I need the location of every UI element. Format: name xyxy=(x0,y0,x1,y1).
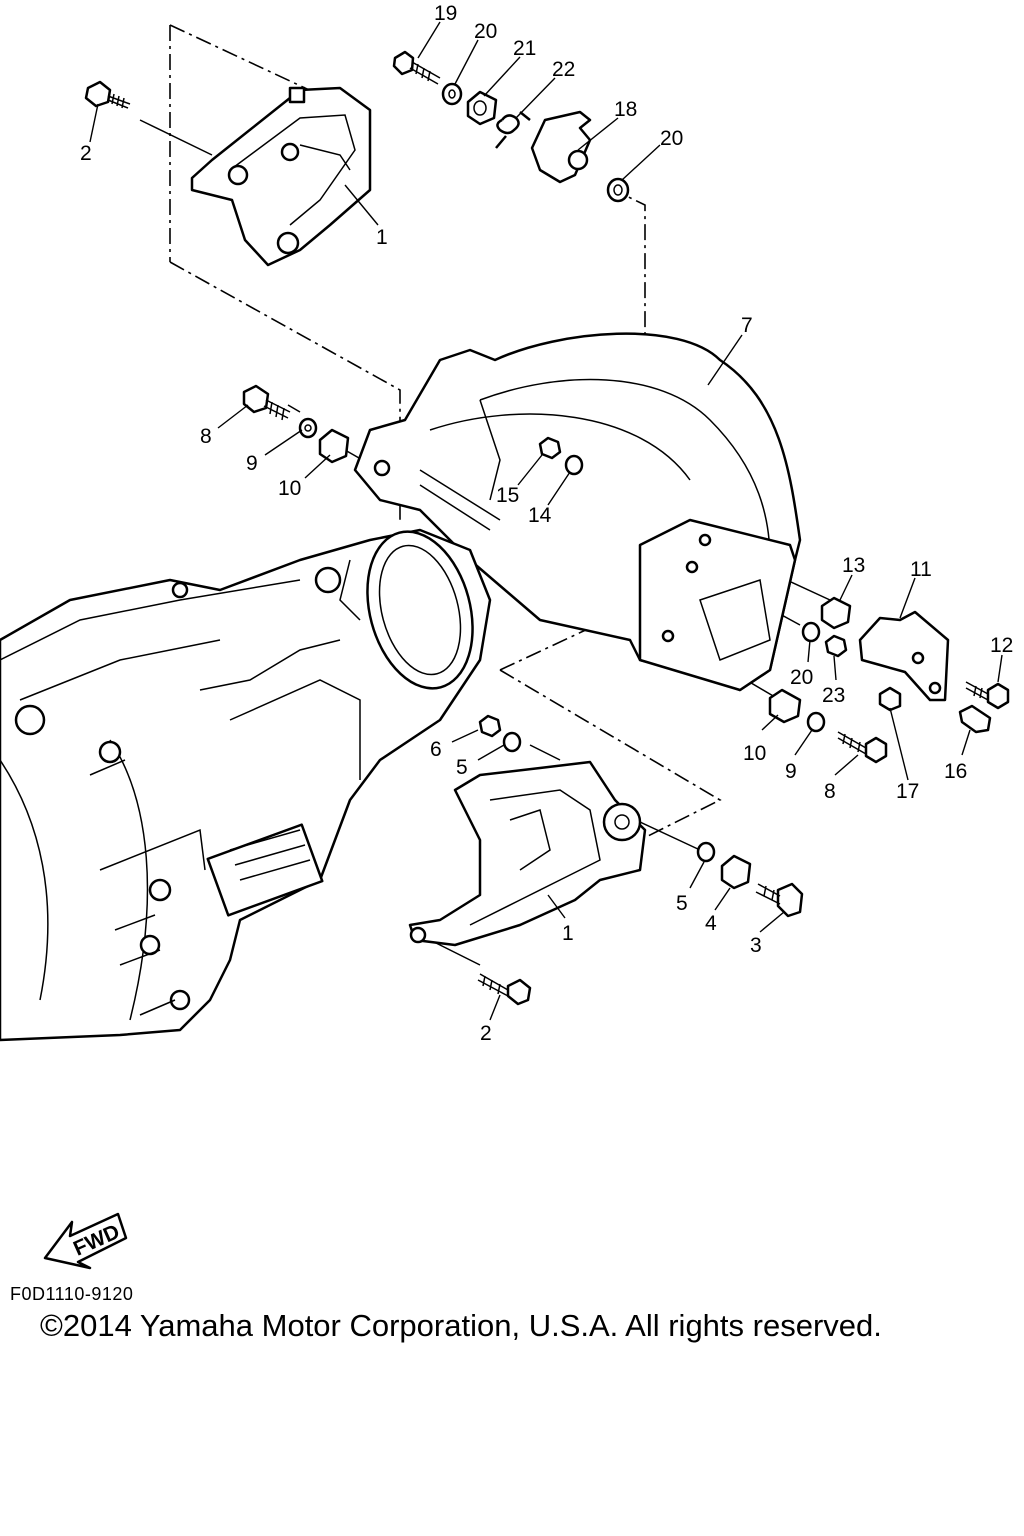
bolt-part-2-top xyxy=(84,80,131,109)
top-fastener-group xyxy=(392,50,630,203)
callout-15: 15 xyxy=(496,484,519,507)
left-fastener-group xyxy=(242,384,350,464)
callout-7: 7 xyxy=(741,314,753,337)
diagram-code: F0D1110-9120 xyxy=(10,1284,134,1304)
callout-9: 9 xyxy=(246,452,258,475)
callout-23: 23 xyxy=(822,684,845,707)
forward-direction-arrow: FWD xyxy=(43,1212,128,1270)
lower-bracket-part-1 xyxy=(408,714,804,1006)
callout-16: 16 xyxy=(944,760,967,783)
callout-22: 22 xyxy=(552,58,575,81)
callout-6: 6 xyxy=(430,738,442,761)
callout-10: 10 xyxy=(743,742,766,765)
callout-4: 4 xyxy=(705,912,717,935)
callout-5: 5 xyxy=(676,892,688,915)
callout-5: 5 xyxy=(456,756,468,779)
callout-12: 12 xyxy=(990,634,1013,657)
jet-pump-body xyxy=(0,528,492,1042)
callout-20: 20 xyxy=(660,127,683,150)
nut-washer-15-14 xyxy=(538,436,584,476)
callout-20: 20 xyxy=(790,666,813,689)
callout-20: 20 xyxy=(474,20,497,43)
right-fastener-group xyxy=(768,596,1010,764)
callout-numbers: 19 20 21 22 18 20 2 1 7 8 9 10 15 14 13 … xyxy=(80,2,1013,1045)
jet-nozzle-part-7 xyxy=(353,332,802,692)
callout-1: 1 xyxy=(376,226,388,249)
callout-17: 17 xyxy=(896,780,919,803)
callout-1: 1 xyxy=(562,922,574,945)
callout-9: 9 xyxy=(785,760,797,783)
callout-8: 8 xyxy=(824,780,836,803)
callout-10: 10 xyxy=(278,477,301,500)
callout-leader-lines xyxy=(89,21,1003,1021)
callout-8: 8 xyxy=(200,425,212,448)
copyright-notice: ©2014 Yamaha Motor Corporation, U.S.A. A… xyxy=(40,1308,882,1343)
callout-3: 3 xyxy=(750,934,762,957)
callout-11: 11 xyxy=(910,558,932,581)
callout-14: 14 xyxy=(528,504,552,527)
callout-19: 19 xyxy=(434,2,457,25)
callout-2: 2 xyxy=(80,142,92,165)
callout-13: 13 xyxy=(842,554,865,577)
callout-2: 2 xyxy=(480,1022,492,1045)
upper-bracket-part-1 xyxy=(190,86,372,267)
callout-18: 18 xyxy=(614,98,637,121)
callout-21: 21 xyxy=(513,37,536,60)
